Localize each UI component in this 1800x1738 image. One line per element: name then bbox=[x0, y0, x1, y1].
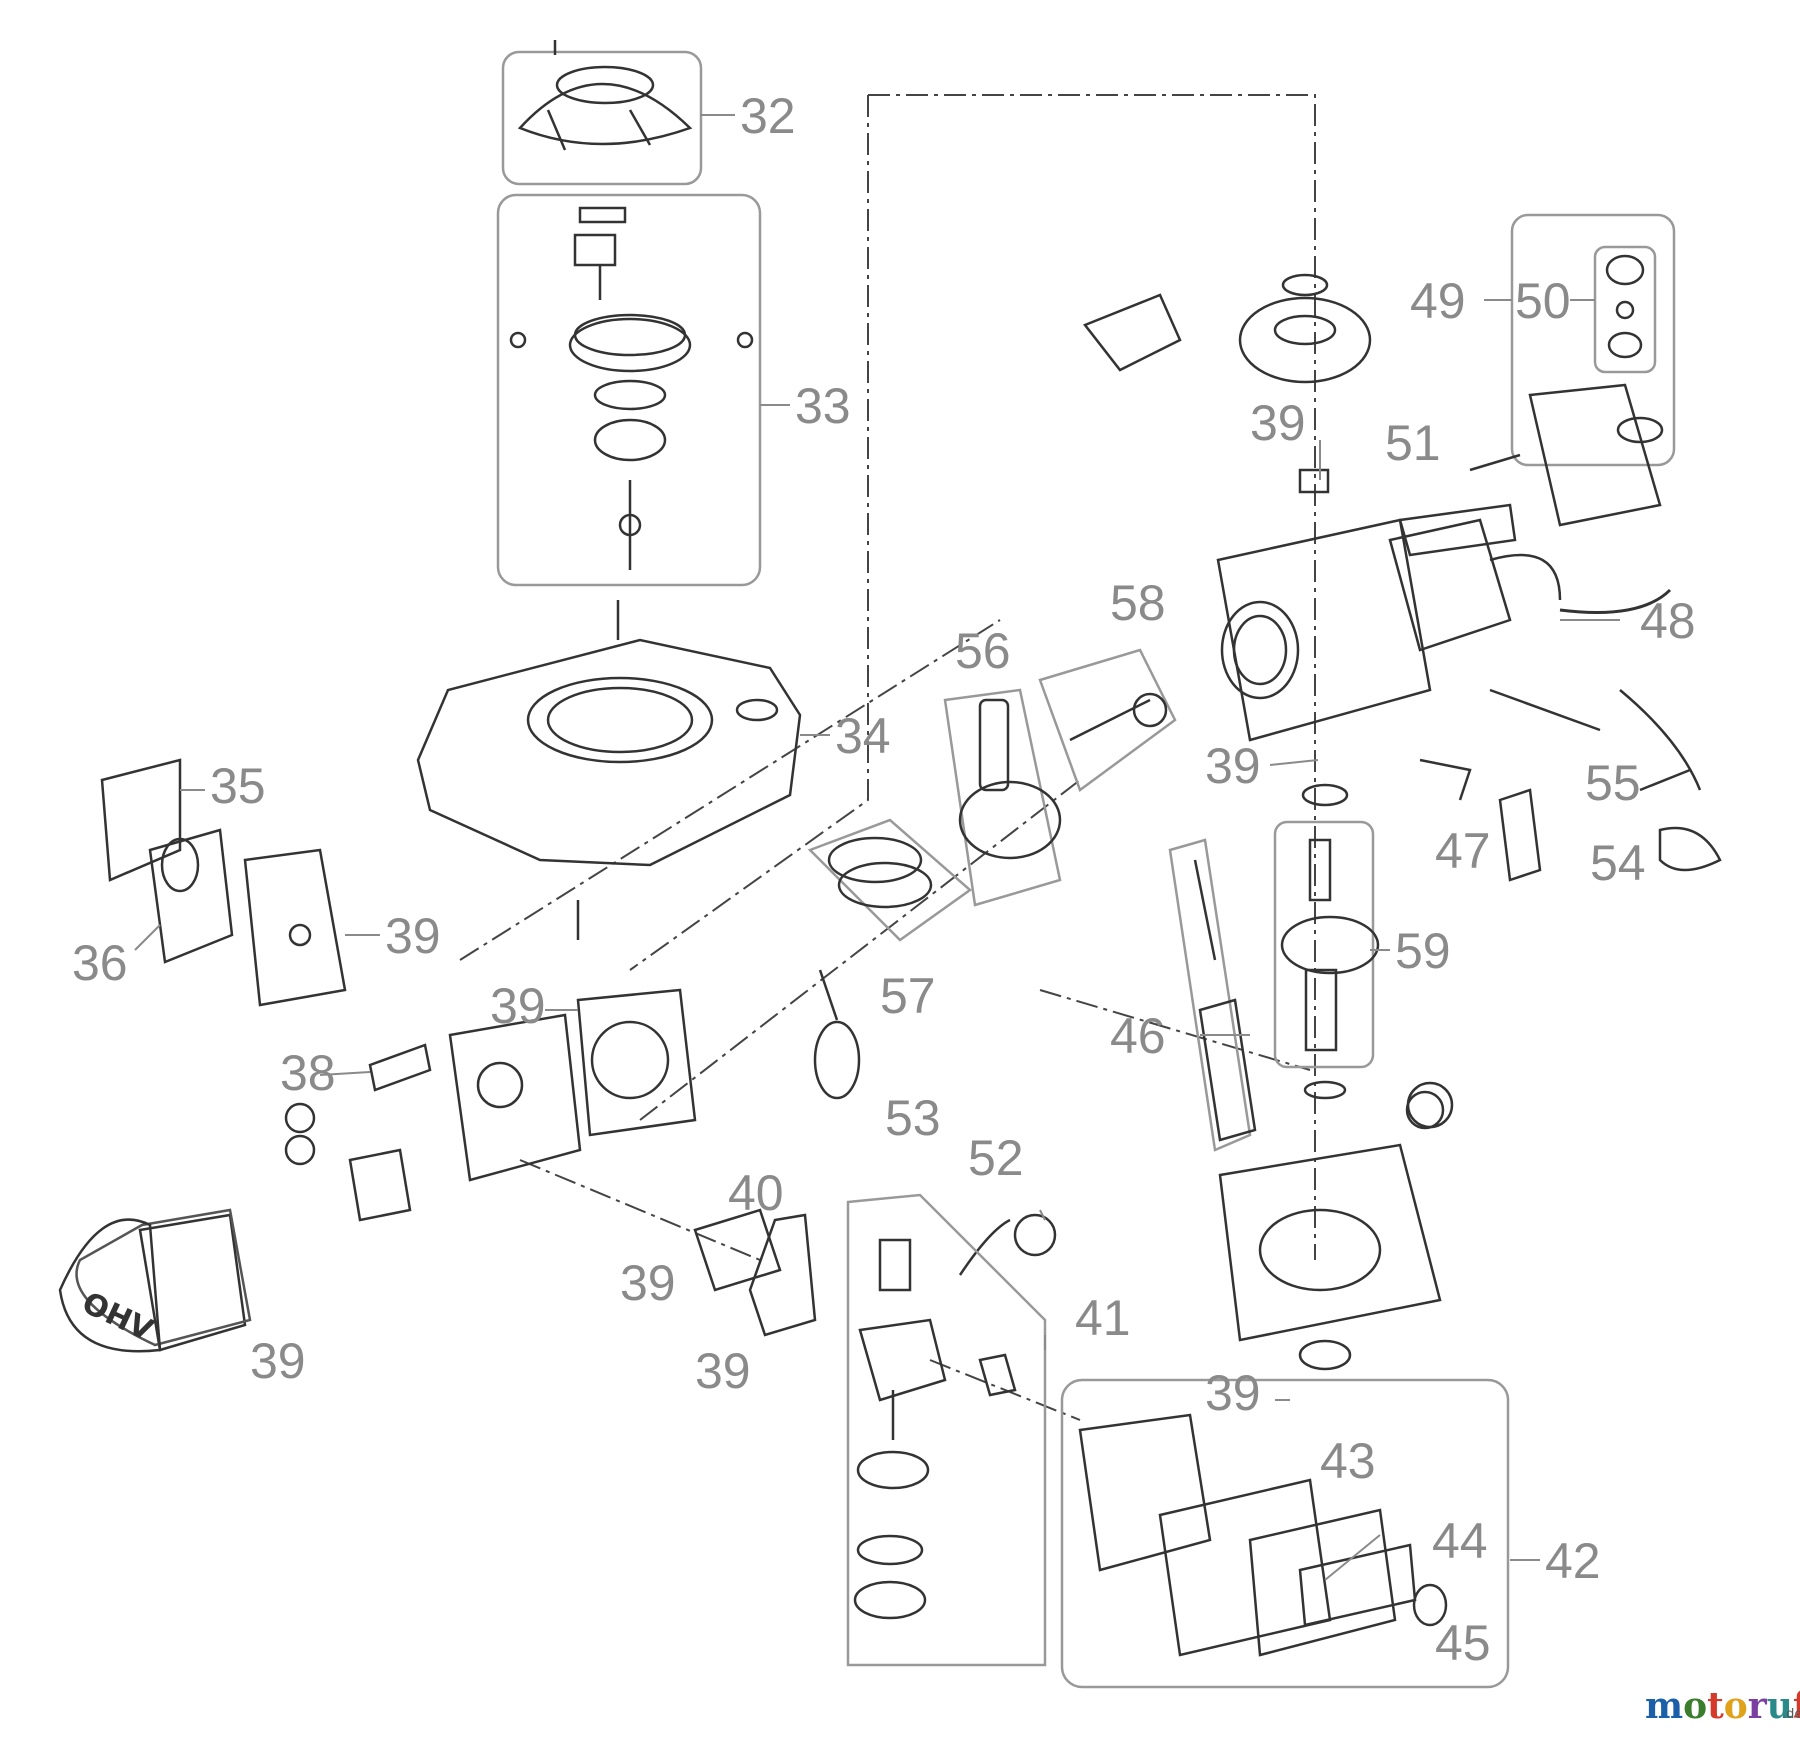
part-control-linkage bbox=[1398, 453, 1722, 882]
part-blower-housing bbox=[416, 600, 802, 940]
callout-36: 36 bbox=[72, 935, 128, 991]
part-camshaft bbox=[813, 969, 1454, 1129]
callout-34: 34 bbox=[835, 708, 891, 764]
callout-39: 39 bbox=[1205, 1365, 1261, 1421]
callout-46: 46 bbox=[1110, 1008, 1166, 1064]
callout-38: 38 bbox=[280, 1045, 336, 1101]
part-top-cover bbox=[501, 40, 703, 186]
part-crankcase-cover bbox=[1218, 1090, 1445, 1371]
part-crankshaft bbox=[1273, 783, 1380, 1100]
part-carburetor bbox=[846, 1193, 1047, 1667]
callout-52: 52 bbox=[968, 1130, 1024, 1186]
callout-56: 56 bbox=[955, 623, 1011, 679]
callout-35: 35 bbox=[210, 758, 266, 814]
part-fuel-tank bbox=[1510, 213, 1676, 527]
callout-51: 51 bbox=[1385, 415, 1441, 471]
part-flywheel bbox=[1082, 273, 1372, 494]
callout-39: 39 bbox=[620, 1255, 676, 1311]
wm-letter-o2: o bbox=[1724, 1685, 1748, 1727]
callout-47: 47 bbox=[1435, 823, 1491, 879]
callout-39: 39 bbox=[695, 1343, 751, 1399]
callout-59: 59 bbox=[1395, 923, 1451, 979]
callout-39: 39 bbox=[385, 908, 441, 964]
callout-40: 40 bbox=[728, 1165, 784, 1221]
part-air-filter bbox=[1060, 1378, 1510, 1689]
callout-50: 50 bbox=[1515, 273, 1571, 329]
callout-58: 58 bbox=[1110, 575, 1166, 631]
part-recoil-starter bbox=[496, 193, 762, 587]
callout-55: 55 bbox=[1585, 755, 1641, 811]
brand-watermark: motoruf .de bbox=[1645, 1685, 1800, 1727]
part-muffler bbox=[100, 758, 347, 1007]
callout-48: 48 bbox=[1640, 593, 1696, 649]
part-intake bbox=[693, 1208, 1057, 1337]
part-piston-group bbox=[807, 648, 1177, 942]
callout-44: 44 bbox=[1432, 1513, 1488, 1569]
callout-39: 39 bbox=[1205, 738, 1261, 794]
part-crankcase bbox=[1216, 518, 1512, 742]
callout-53: 53 bbox=[885, 1090, 941, 1146]
watermark-tld: .de bbox=[1782, 1707, 1800, 1722]
part-cylinder-head bbox=[284, 988, 697, 1222]
wm-letter-u: u bbox=[1767, 1685, 1793, 1727]
wm-letter-m: m bbox=[1645, 1685, 1683, 1727]
callout-labels: 32 33 34 35 36 39 39 38 40 39 39 39 41 4… bbox=[72, 88, 1696, 1671]
callout-57: 57 bbox=[880, 968, 936, 1024]
wm-letter-t: t bbox=[1707, 1685, 1724, 1727]
callout-39: 39 bbox=[1250, 395, 1306, 451]
callout-41: 41 bbox=[1075, 1290, 1131, 1346]
wm-letter-o: o bbox=[1683, 1685, 1707, 1727]
callout-54: 54 bbox=[1590, 835, 1646, 891]
wm-letter-r: r bbox=[1748, 1685, 1768, 1727]
part-valve-cover: OHV bbox=[58, 1208, 252, 1353]
callout-43: 43 bbox=[1320, 1433, 1376, 1489]
assembly-lines bbox=[459, 94, 1316, 1421]
callout-42: 42 bbox=[1545, 1533, 1601, 1589]
callout-39: 39 bbox=[250, 1333, 306, 1389]
callout-32: 32 bbox=[740, 88, 796, 144]
callout-49: 49 bbox=[1410, 273, 1466, 329]
part-oil-dipstick bbox=[1168, 838, 1257, 1152]
callout-45: 45 bbox=[1435, 1615, 1491, 1671]
callout-39: 39 bbox=[490, 978, 546, 1034]
wm-letter-f: f bbox=[1793, 1685, 1800, 1727]
svg-text:motoruf: motoruf bbox=[1645, 1685, 1800, 1727]
callout-33: 33 bbox=[795, 378, 851, 434]
